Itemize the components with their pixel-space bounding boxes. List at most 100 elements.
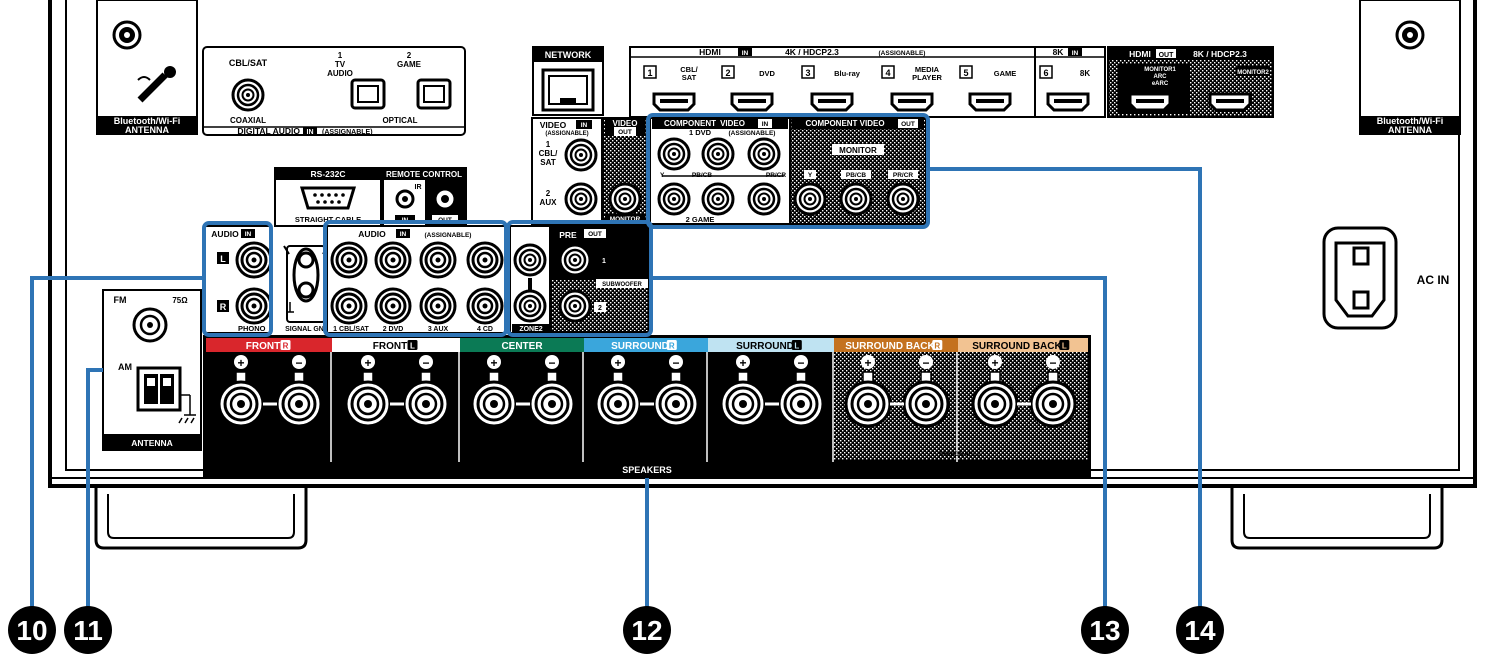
remote-title: REMOTE CONTROL xyxy=(386,170,462,179)
component-out-pb-jack[interactable] xyxy=(839,182,873,216)
antenna-connector-icon xyxy=(137,66,176,103)
hdmi-8k-title: 8K xyxy=(1053,47,1065,57)
audio-in-1-l[interactable] xyxy=(330,241,368,279)
pre-out-section: PRE OUT 1 SUBWOOFER 2 ZONE2 xyxy=(509,225,651,334)
speaker-plus-terminal[interactable]: + xyxy=(594,355,642,428)
component-out-badge: OUT xyxy=(901,121,915,128)
phono-l-jack[interactable] xyxy=(235,241,273,279)
optical-jack-1[interactable] xyxy=(350,78,386,110)
speaker-plus-terminal[interactable]: + xyxy=(719,355,767,428)
speaker-plus-terminal[interactable]: + xyxy=(971,355,1019,428)
component-video-out-section: COMPONENT VIDEO OUT MONITOR Y PB/CB PR/C… xyxy=(789,117,927,225)
hdmi-out-monitor2-port[interactable] xyxy=(1208,92,1252,112)
channel-color-bar xyxy=(958,338,1088,352)
digital-audio-tv-label2: AUDIO xyxy=(327,69,353,78)
zone2-l-jack[interactable] xyxy=(513,243,547,277)
bluetooth-antenna-left[interactable]: Bluetooth/Wi-Fi ANTENNA xyxy=(96,0,198,135)
hdmi-8k-num: 6 xyxy=(1043,68,1048,78)
digital-audio-section: CBL/SAT 1 TV AUDIO 2 GAME COAXIAL OPTICA… xyxy=(202,46,466,136)
hdmi-connector-icon xyxy=(810,92,854,112)
hdmi-in-port-label2: SAT xyxy=(682,73,697,82)
audio-in-4-r[interactable] xyxy=(466,287,504,325)
audio-in-3-r[interactable] xyxy=(419,287,457,325)
audio-in-assignable: (ASSIGNABLE) xyxy=(425,232,472,239)
component-in-1-pr[interactable] xyxy=(747,137,781,171)
speaker-minus-terminal[interactable]: − xyxy=(402,355,450,428)
hdmi-in-port-num: 4 xyxy=(885,68,890,78)
audio-in-label-3: 3 AUX xyxy=(428,326,449,333)
hdmi-out-badge: OUT xyxy=(1159,52,1175,59)
component-out-y-jack[interactable] xyxy=(793,182,827,216)
speaker-plus-terminal[interactable]: + xyxy=(217,355,265,428)
phono-r-jack[interactable] xyxy=(235,287,273,325)
component-video-in-section: COMPONENT VIDEO IN (ASSIGNABLE) 1 DVD Y … xyxy=(649,117,791,225)
optical-jack-2[interactable] xyxy=(416,78,452,110)
pre-out-title: PRE xyxy=(559,230,577,240)
component-in-1-pb[interactable] xyxy=(701,137,735,171)
speaker-minus-terminal[interactable]: − xyxy=(528,355,576,428)
audio-in-2-r[interactable] xyxy=(374,287,412,325)
audio-in-2-l[interactable] xyxy=(374,241,412,279)
speaker-minus-terminal[interactable]: − xyxy=(652,355,700,428)
callout-line-11 xyxy=(86,368,103,615)
speaker-channel-3: CENTER+− xyxy=(458,338,584,462)
component-in-1-y[interactable] xyxy=(657,137,691,171)
tuner-antenna-section: FM 75Ω AM ANTENNA xyxy=(102,289,202,451)
am-antenna-terminal[interactable] xyxy=(136,366,196,424)
ac-in-label: AC IN xyxy=(1417,273,1450,287)
video-in-2-jack[interactable] xyxy=(564,182,598,216)
subwoofer-2-jack[interactable] xyxy=(558,289,592,323)
speaker-plus-terminal[interactable]: + xyxy=(470,355,518,428)
video-in-1-jack[interactable] xyxy=(564,138,598,172)
video-in-1-label1: CBL/ xyxy=(539,149,558,158)
channel-side: R xyxy=(669,342,675,351)
coaxial-jack[interactable] xyxy=(231,78,265,112)
speaker-minus-terminal[interactable]: − xyxy=(777,355,825,428)
component-out-pr-jack[interactable] xyxy=(886,182,920,216)
speakers-title: SPEAKERS xyxy=(622,465,672,475)
hdmi-out-monitor1-port[interactable] xyxy=(1128,92,1172,112)
hdmi-in-8k-section: 8K IN 6 8K xyxy=(1034,46,1106,118)
monitor1-arc: ARC xyxy=(1154,74,1168,80)
video-out-monitor-jack[interactable] xyxy=(608,182,642,216)
speaker-minus-terminal[interactable]: − xyxy=(1029,355,1077,428)
channel-side: R xyxy=(934,342,940,351)
speaker-plus-terminal[interactable]: + xyxy=(344,355,392,428)
component-in-2-pr[interactable] xyxy=(747,182,781,216)
hdmi-in-8k-port[interactable] xyxy=(1046,92,1090,112)
bluetooth-antenna-right[interactable]: Bluetooth/Wi-Fi ANTENNA xyxy=(1359,0,1461,135)
minus-icon: − xyxy=(922,356,929,370)
component-in-badge: IN xyxy=(762,121,769,128)
zone2-r-jack[interactable] xyxy=(513,289,547,323)
component-in-game: 2 GAME xyxy=(686,215,715,224)
audio-in-4-l[interactable] xyxy=(466,241,504,279)
network-port[interactable]: NETWORK xyxy=(532,46,604,116)
remote-in-jack[interactable] xyxy=(395,189,415,209)
audio-in-1-r[interactable] xyxy=(330,287,368,325)
fm-antenna-jack[interactable] xyxy=(132,307,168,343)
component-out-title: COMPONENT VIDEO xyxy=(805,119,884,128)
speaker-plus-terminal[interactable]: + xyxy=(844,355,892,428)
speaker-minus-terminal[interactable]: − xyxy=(275,355,323,428)
component-in-2-pb[interactable] xyxy=(701,182,735,216)
ac-inlet[interactable]: AC IN xyxy=(1322,226,1450,330)
rs232c-port[interactable]: RS-232C STRAIGHT CABLE xyxy=(274,167,382,227)
component-in-pb: PB/CB xyxy=(692,172,713,179)
hdmi-in-port-num: 3 xyxy=(805,68,810,78)
video-in-badge: IN xyxy=(581,122,588,129)
signal-gnd-terminal[interactable]: SIGNAL GND xyxy=(283,245,329,333)
subwoofer-1-jack[interactable] xyxy=(558,243,592,277)
channel-color-bar xyxy=(332,338,460,352)
component-in-2-y[interactable] xyxy=(657,182,691,216)
remote-out-jack[interactable] xyxy=(436,190,454,208)
speaker-minus-terminal[interactable]: − xyxy=(902,355,950,428)
audio-in-3-l[interactable] xyxy=(419,241,457,279)
